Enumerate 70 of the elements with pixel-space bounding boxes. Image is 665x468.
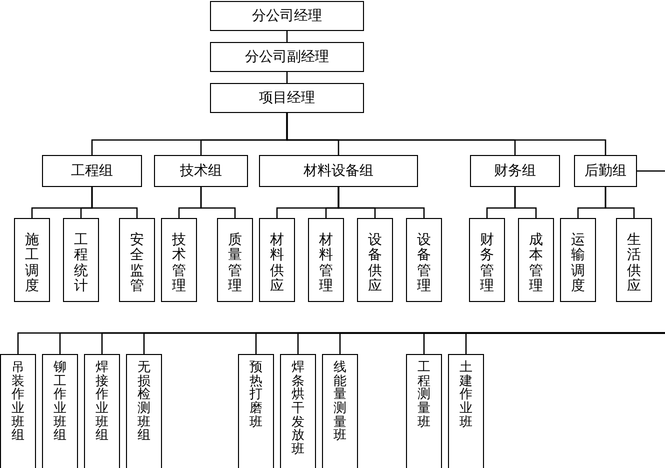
org-box: [154, 155, 248, 187]
org-box: [42, 155, 142, 187]
team-box: [126, 354, 162, 468]
team-box: [448, 354, 484, 468]
connector-line: [514, 187, 537, 218]
team-box: [469, 218, 505, 302]
box-label: 线能量测量班: [334, 361, 346, 443]
team-box: [161, 218, 197, 302]
box-label: 无损检测班组: [138, 361, 150, 443]
connector-line: [465, 332, 665, 354]
box-label: 预热打磨班: [250, 361, 262, 430]
box-label: 技术管理: [172, 233, 186, 295]
team-box: [119, 218, 155, 302]
team-box: [616, 218, 652, 302]
org-box: [210, 83, 364, 113]
connector-line: [604, 187, 635, 218]
box-label: 成本管理: [529, 233, 543, 295]
box-label: 工程组: [71, 162, 113, 180]
org-box: [574, 155, 637, 187]
team-box: [560, 218, 596, 302]
org-box: [210, 42, 364, 72]
connector-line: [338, 187, 425, 218]
box-label: 设备管理: [417, 233, 431, 295]
org-box: [210, 1, 364, 31]
org-box: [470, 155, 560, 187]
team-box: [280, 354, 316, 468]
box-label: 焊条烘干发放班: [292, 361, 304, 456]
box-label: 材料供应: [270, 233, 284, 295]
box-label: 铆工作业班组: [54, 361, 66, 443]
team-box: [308, 218, 344, 302]
box-label: 分公司副经理: [245, 48, 329, 66]
connector-line: [286, 113, 606, 155]
box-label: 财务组: [494, 162, 536, 180]
box-label: 设备供应: [368, 233, 382, 295]
box-label: 后勤组: [584, 162, 626, 180]
connector-line: [200, 187, 236, 218]
box-label: 财务管理: [480, 233, 494, 295]
box-label: 焊接作业班组: [96, 361, 108, 443]
team-box: [406, 354, 442, 468]
box-label: 生活供应: [627, 233, 641, 295]
team-box: [42, 354, 78, 468]
box-label: 工程统计: [74, 233, 88, 295]
connector-line: [91, 187, 138, 218]
box-label: 材料设备组: [304, 162, 374, 180]
team-box: [259, 218, 295, 302]
box-label: 材料管理: [319, 233, 333, 295]
team-box: [14, 218, 50, 302]
connector-line: [286, 72, 288, 83]
team-box: [0, 354, 36, 468]
team-box: [84, 354, 120, 468]
team-box: [238, 354, 274, 468]
box-label: 运输调度: [571, 233, 585, 295]
box-label: 项目经理: [259, 88, 315, 108]
box-label: 技术组: [180, 162, 222, 180]
box-label: 施工调度: [25, 233, 39, 295]
team-box: [322, 354, 358, 468]
team-box: [406, 218, 442, 302]
team-box: [518, 218, 554, 302]
box-label: 安全监管: [130, 233, 144, 295]
connector-line: [286, 31, 288, 42]
team-box: [63, 218, 99, 302]
box-label: 分公司经理: [252, 6, 322, 26]
org-box: [259, 155, 418, 187]
box-label: 土建作业班: [460, 361, 472, 430]
box-label: 质量管理: [228, 233, 242, 295]
connector-line: [637, 170, 665, 172]
team-box: [217, 218, 253, 302]
box-label: 工程测量班: [418, 361, 430, 430]
box-label: 吊装作业班组: [12, 361, 24, 443]
team-box: [357, 218, 393, 302]
